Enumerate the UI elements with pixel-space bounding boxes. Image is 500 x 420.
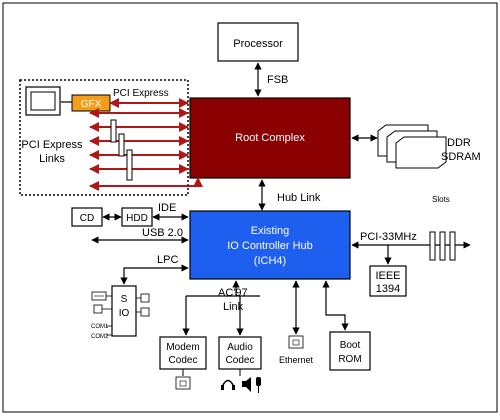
ich-box (189, 210, 351, 280)
processor-box (217, 22, 299, 62)
ich-label-2: IO Controller Hub (227, 240, 313, 252)
pci-express-links-label-1: PCI Express (21, 139, 83, 151)
pci-express-slot-connectors (110, 119, 133, 181)
ieee-label-1: IEEE (375, 270, 400, 282)
processor-label: Processor (233, 38, 283, 50)
pci-33-label: PCI-33MHz (360, 231, 417, 243)
microphone-icon (256, 377, 261, 393)
monitor-icon (25, 86, 61, 116)
floppy-icon (140, 293, 150, 303)
ddr-label-2: SDRAM (441, 151, 481, 163)
audio-codec-label-2: Codec (226, 355, 255, 366)
usb-label: USB 2.0 (142, 227, 183, 239)
com2-label: COM2 (91, 334, 109, 340)
ide-label: IDE (158, 202, 176, 214)
ieee-label-2: 1394 (376, 283, 400, 295)
hub-link-label: Hub Link (277, 192, 321, 204)
ddr-label-1: DDR (447, 137, 471, 149)
lpc-label: LPC (157, 254, 178, 266)
pci-slots-icon (429, 231, 456, 261)
ich-label-3: (ICH4) (254, 255, 286, 267)
ethernet-label: Ethernet (279, 355, 314, 365)
ddr-modules-icon (377, 124, 447, 169)
keyboard-icon (91, 291, 107, 301)
lpc-connector (120, 264, 189, 285)
mouse-icon (93, 304, 103, 314)
super-io-label-s: S (121, 294, 128, 305)
ac97-label-1: AC'97 (218, 287, 248, 299)
modem-codec-label-2: Codec (169, 355, 198, 366)
printer-icon (140, 307, 150, 317)
boot-rom-label-2: ROM (338, 354, 361, 365)
ethernet-jack-icon (288, 335, 304, 349)
pci-express-label: PCI Express (113, 88, 169, 99)
hdd-label: HDD (126, 213, 148, 224)
hdd-box (121, 207, 153, 227)
modem-codec-box (159, 336, 207, 370)
slots-label: Slots (432, 195, 450, 204)
speaker-icon (242, 377, 251, 392)
phone-jack-icon (175, 376, 191, 390)
ich-label-1: Existing (251, 225, 290, 237)
fsb-label: FSB (267, 74, 288, 86)
boot-rom-connector (322, 280, 349, 331)
root-complex-label: Root Complex (235, 132, 305, 144)
pci-express-links-label-2: Links (39, 153, 65, 165)
ieee-box (369, 265, 407, 297)
ac97-label-2: Link (223, 301, 244, 313)
com1-label: COM1 (91, 324, 109, 330)
cd-label: CD (80, 213, 94, 224)
boot-rom-box (329, 331, 371, 371)
headphones-icon (221, 379, 235, 390)
root-complex-box (189, 97, 351, 179)
modem-codec-label-1: Modem (166, 342, 199, 353)
boot-rom-label-1: Boot (340, 340, 361, 351)
pci-express-links (89, 98, 203, 191)
super-io-label-io: IO (119, 308, 130, 319)
audio-codec-label-1: Audio (227, 342, 253, 353)
audio-codec-box (218, 336, 262, 370)
cd-box (71, 207, 103, 227)
gfx-label: GFX (81, 99, 102, 110)
super-io-box (111, 285, 137, 337)
